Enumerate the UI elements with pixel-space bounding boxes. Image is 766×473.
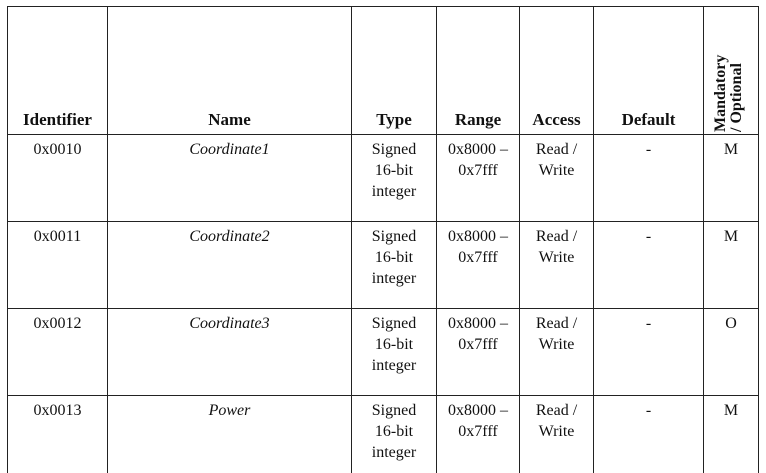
table-row: 0x0011 Coordinate2 Signed 16-bit integer… — [8, 222, 759, 309]
access-line: Write — [520, 334, 593, 355]
access-cell: Read / Write — [520, 396, 594, 473]
attribute-table: Identifier Name Type Range Access Defaul… — [7, 6, 759, 473]
type-line: 16-bit — [352, 160, 436, 181]
access-cell: Read / Write — [520, 222, 594, 309]
header-type: Type — [352, 7, 437, 135]
access-line: Read / — [520, 400, 593, 421]
default-cell: - — [594, 396, 704, 473]
type-line: 16-bit — [352, 334, 436, 355]
header-default: Default — [594, 7, 704, 135]
identifier-cell: 0x0012 — [8, 309, 108, 396]
default-cell: - — [594, 309, 704, 396]
access-cell: Read / Write — [520, 135, 594, 222]
header-row: Identifier Name Type Range Access Defaul… — [8, 7, 759, 135]
type-line: 16-bit — [352, 421, 436, 442]
range-line: 0x7fff — [437, 160, 519, 181]
name-cell: Coordinate1 — [108, 135, 352, 222]
type-line: Signed — [352, 400, 436, 421]
type-line: Signed — [352, 313, 436, 334]
header-access: Access — [520, 7, 594, 135]
table-row: 0x0013 Power Signed 16-bit integer 0x800… — [8, 396, 759, 473]
range-cell: 0x8000 – 0x7fff — [437, 222, 520, 309]
access-line: Write — [520, 160, 593, 181]
range-cell: 0x8000 – 0x7fff — [437, 309, 520, 396]
range-cell: 0x8000 – 0x7fff — [437, 135, 520, 222]
access-line: Read / — [520, 139, 593, 160]
identifier-cell: 0x0013 — [8, 396, 108, 473]
table-row: 0x0012 Coordinate3 Signed 16-bit integer… — [8, 309, 759, 396]
type-cell: Signed 16-bit integer — [352, 309, 437, 396]
type-line: Signed — [352, 226, 436, 247]
name-cell: Coordinate2 — [108, 222, 352, 309]
header-mandatory-line2: / Optional — [729, 55, 745, 132]
access-line: Write — [520, 247, 593, 268]
name-cell: Coordinate3 — [108, 309, 352, 396]
access-cell: Read / Write — [520, 309, 594, 396]
type-cell: Signed 16-bit integer — [352, 396, 437, 473]
type-line: integer — [352, 268, 436, 289]
type-line: integer — [352, 355, 436, 376]
range-line: 0x7fff — [437, 334, 519, 355]
identifier-cell: 0x0010 — [8, 135, 108, 222]
mandatory-cell: O — [704, 309, 759, 396]
rotated-header-text: Mandatory / Optional — [713, 55, 745, 132]
identifier-cell: 0x0011 — [8, 222, 108, 309]
header-range: Range — [437, 7, 520, 135]
mandatory-cell: M — [704, 396, 759, 473]
header-mandatory-line1: Mandatory — [713, 55, 729, 132]
range-line: 0x7fff — [437, 247, 519, 268]
range-line: 0x8000 – — [437, 313, 519, 334]
type-cell: Signed 16-bit integer — [352, 222, 437, 309]
access-line: Write — [520, 421, 593, 442]
default-cell: - — [594, 222, 704, 309]
rotated-header-wrap: Mandatory / Optional — [713, 14, 749, 132]
type-line: Signed — [352, 139, 436, 160]
header-mandatory-optional: Mandatory / Optional — [704, 7, 759, 135]
type-line: 16-bit — [352, 247, 436, 268]
range-line: 0x7fff — [437, 421, 519, 442]
mandatory-cell: M — [704, 135, 759, 222]
header-identifier: Identifier — [8, 7, 108, 135]
type-line: integer — [352, 181, 436, 202]
range-line: 0x8000 – — [437, 226, 519, 247]
type-cell: Signed 16-bit integer — [352, 135, 437, 222]
table-row: 0x0010 Coordinate1 Signed 16-bit integer… — [8, 135, 759, 222]
range-line: 0x8000 – — [437, 400, 519, 421]
name-cell: Power — [108, 396, 352, 473]
mandatory-cell: M — [704, 222, 759, 309]
access-line: Read / — [520, 313, 593, 334]
default-cell: - — [594, 135, 704, 222]
type-line: integer — [352, 442, 436, 463]
access-line: Read / — [520, 226, 593, 247]
range-line: 0x8000 – — [437, 139, 519, 160]
header-name: Name — [108, 7, 352, 135]
range-cell: 0x8000 – 0x7fff — [437, 396, 520, 473]
